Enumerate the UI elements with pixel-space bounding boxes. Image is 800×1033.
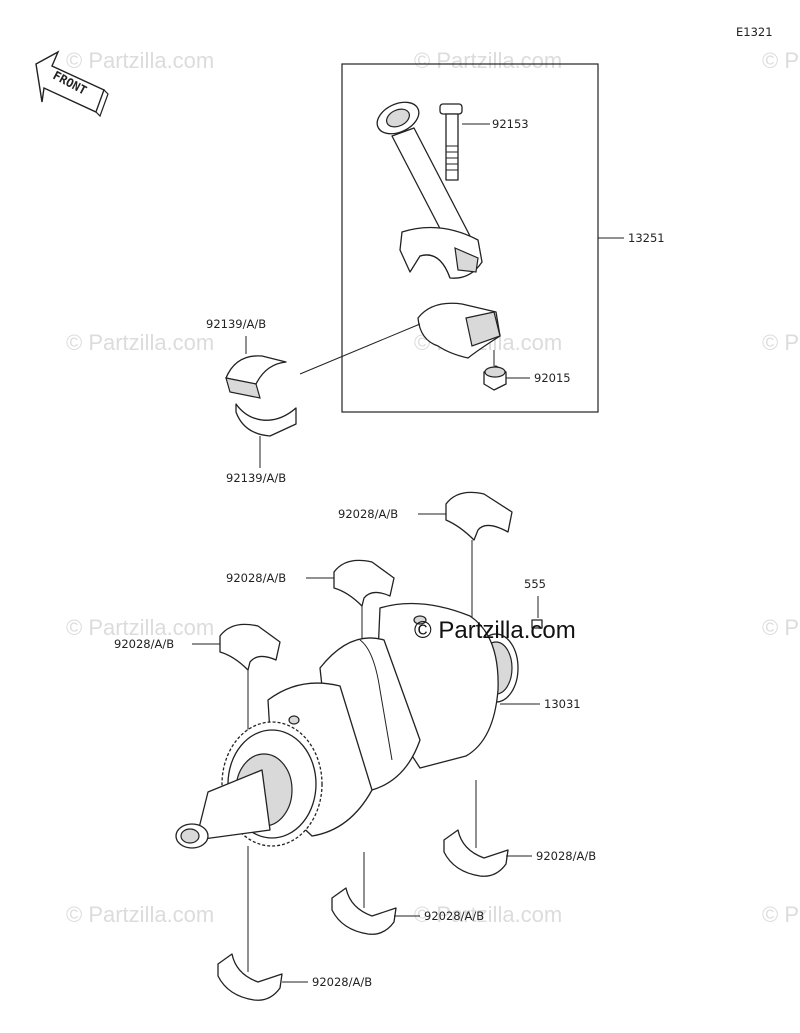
watermark: © Partzilla.com [762, 330, 800, 355]
callout-92028-4: 92028/A/B [536, 849, 596, 863]
callout-92139-upper: 92139/A/B [206, 317, 266, 331]
watermark: © Partzilla.com [66, 48, 214, 73]
callout-92015: 92015 [534, 371, 571, 385]
rod-bearing-lower [235, 403, 297, 437]
connecting-rod [376, 101, 483, 279]
watermark: © Partzilla.com [762, 48, 800, 73]
watermark: © Partzilla.com [66, 902, 214, 927]
main-watermark: © Partzilla.com [414, 617, 576, 644]
callout-92028-5: 92028/A/B [424, 909, 484, 923]
watermark: © Partzilla.com [762, 615, 800, 640]
diagram-code: E1321 [736, 25, 773, 39]
watermark: © Partzilla.com [762, 902, 800, 927]
callout-92153: 92153 [492, 117, 529, 131]
callout-92139-lower: 92139/A/B [226, 471, 286, 485]
main-bearing [443, 829, 509, 877]
rod-bearing-upper [225, 355, 287, 399]
callout-92028-3: 92028/A/B [114, 637, 174, 651]
nut-92015 [483, 365, 507, 391]
callout-92028-1: 92028/A/B [338, 507, 398, 521]
main-bearing [219, 623, 281, 671]
watermark: © Partzilla.com [66, 330, 214, 355]
callout-92028-6: 92028/A/B [312, 975, 372, 989]
callout-92028-2: 92028/A/B [226, 571, 286, 585]
bolt-92153 [439, 103, 463, 181]
rod-cap [417, 302, 501, 359]
callout-13251: 13251 [628, 231, 665, 245]
pin-555 [531, 619, 543, 629]
main-bearing [445, 491, 513, 541]
main-bearing [333, 559, 395, 607]
callout-13031: 13031 [544, 697, 581, 711]
leader-line [299, 323, 421, 375]
watermark: © Partzilla.com [414, 902, 562, 927]
crankshaft [175, 602, 519, 849]
watermark: © Partzilla.com [414, 48, 562, 73]
main-bearing [217, 953, 283, 1001]
watermark: © Partzilla.com [66, 615, 214, 640]
main-bearing [331, 887, 397, 935]
callout-555: 555 [524, 577, 546, 591]
